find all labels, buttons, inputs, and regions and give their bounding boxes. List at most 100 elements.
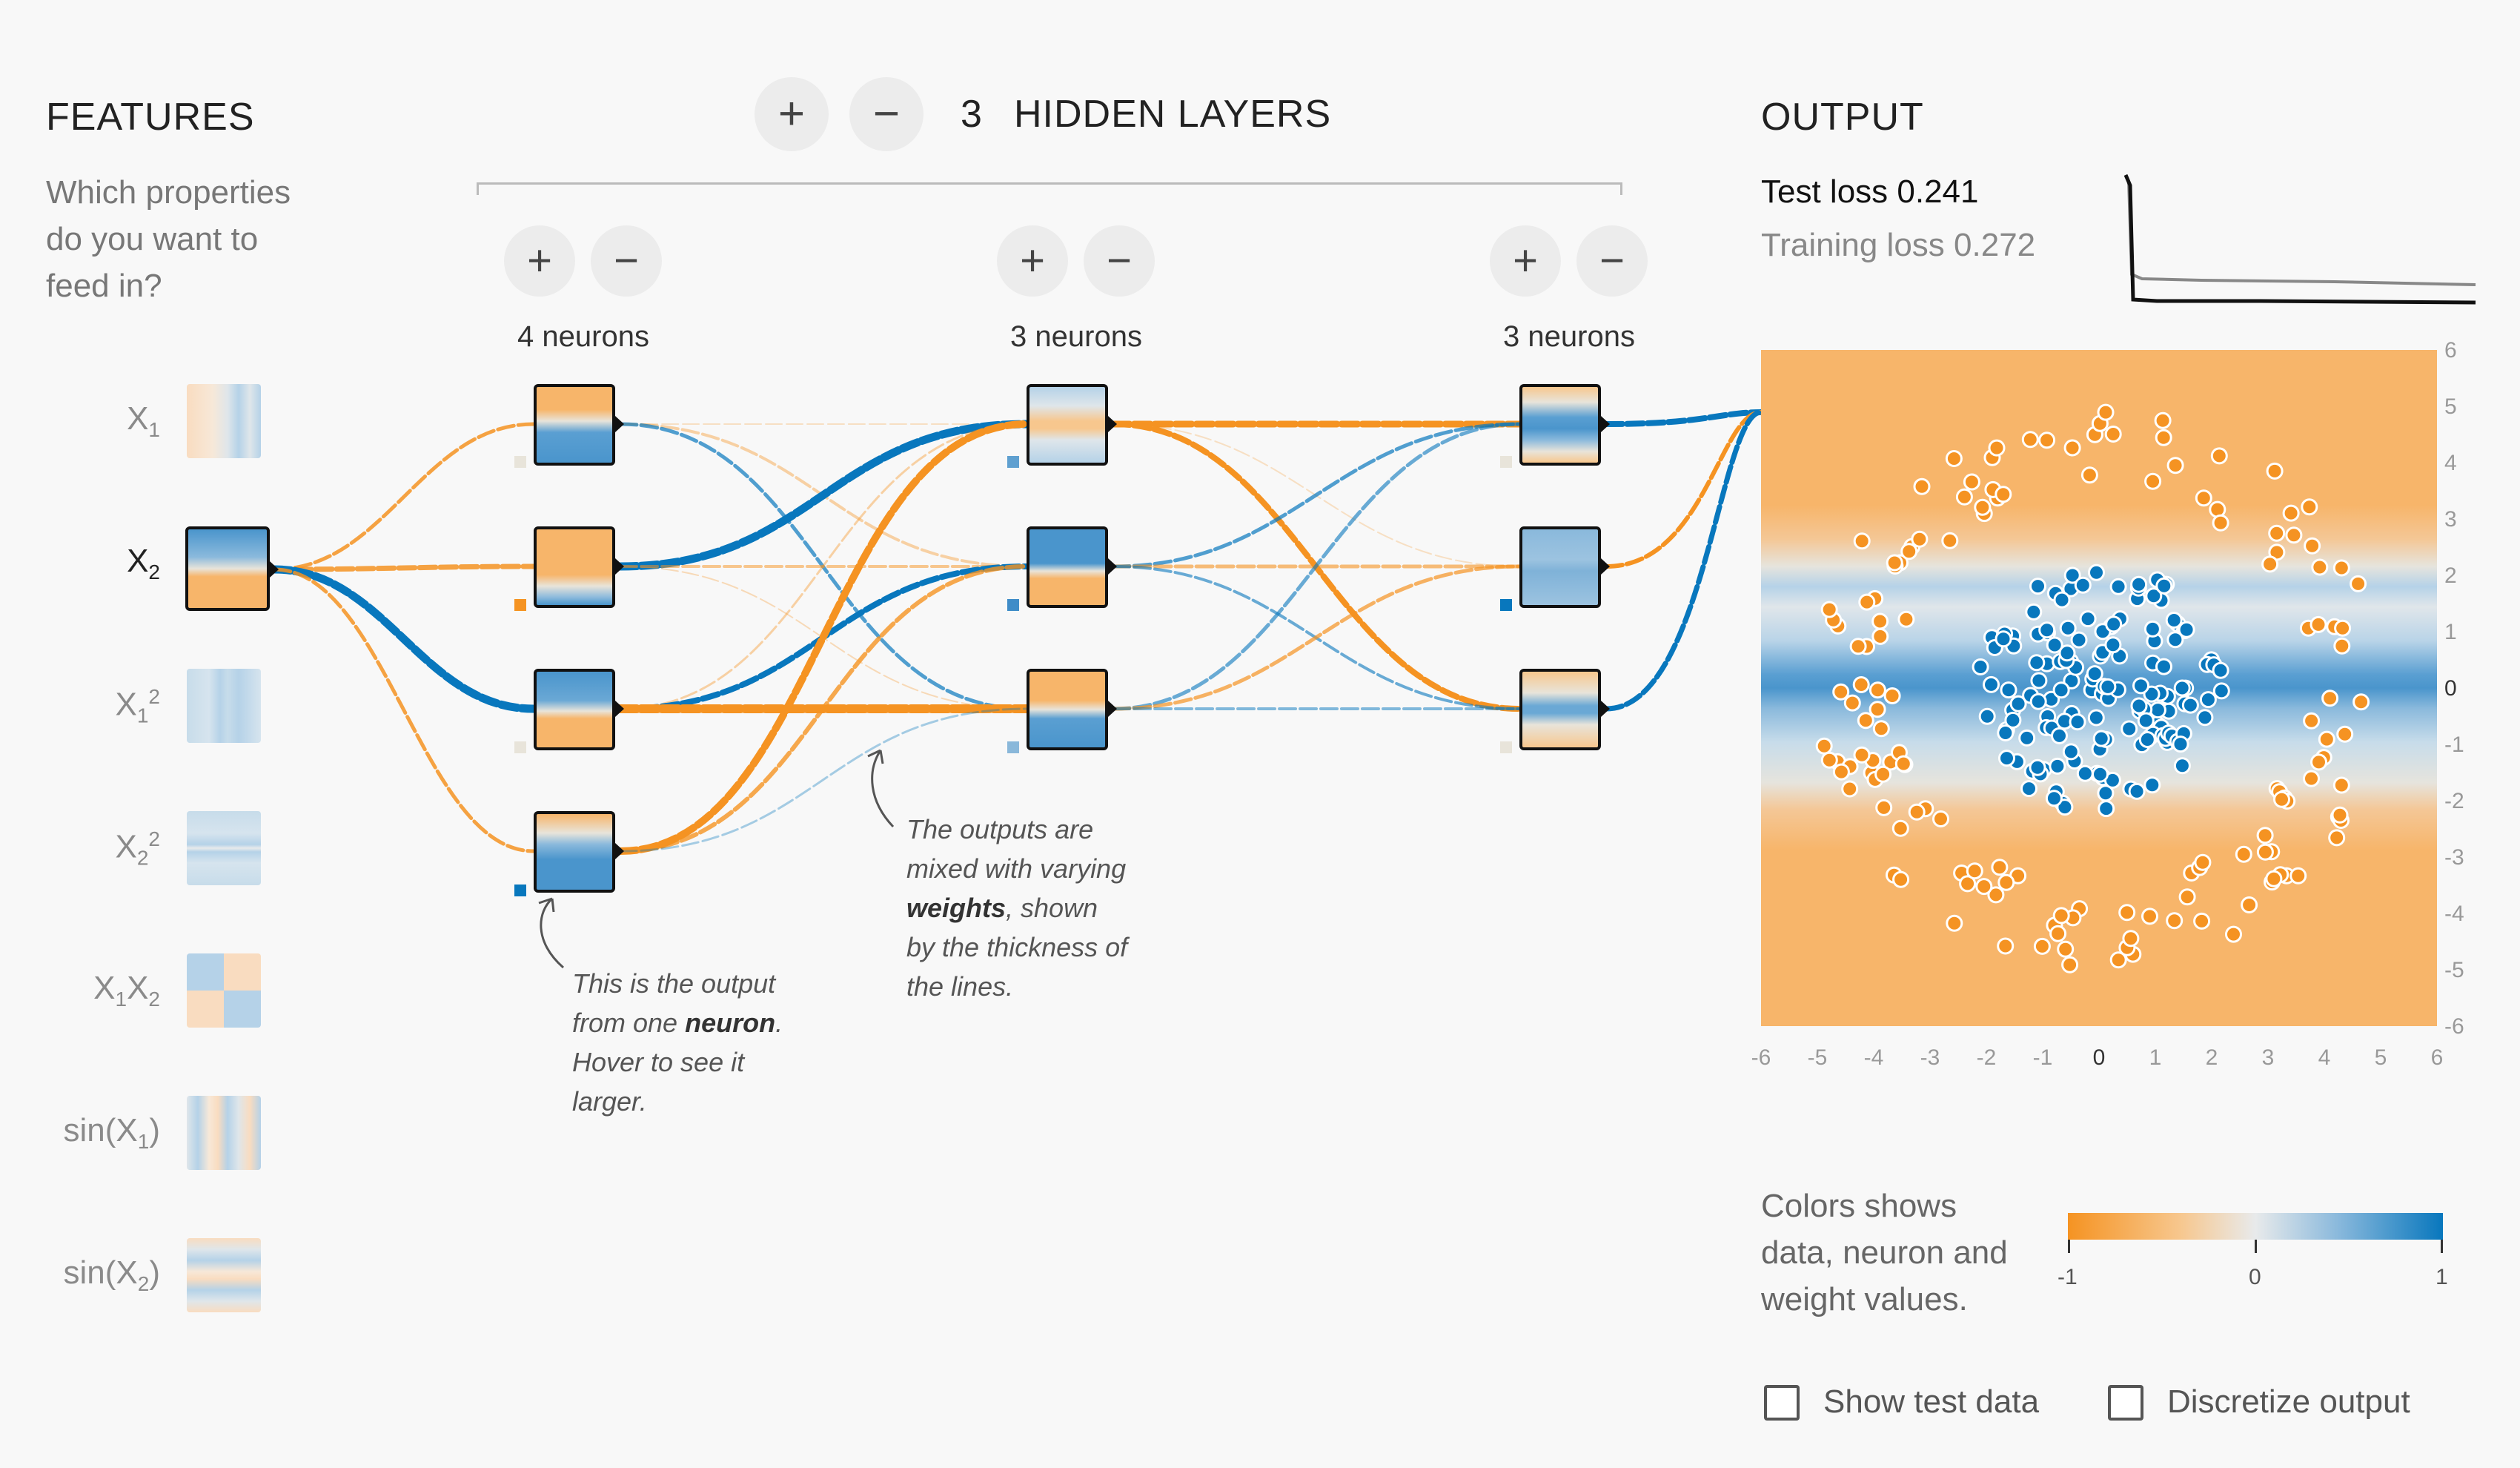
y-tick-label: 1 — [2444, 620, 2457, 644]
data-point — [1883, 687, 1901, 704]
neuron-layer3-2[interactable] — [1519, 526, 1601, 608]
hidden-layers-label: HIDDEN LAYERS — [1014, 93, 1332, 136]
data-point — [2282, 504, 2300, 522]
neuron-layer3-3[interactable] — [1519, 669, 1601, 750]
data-point — [2098, 800, 2115, 818]
data-point — [2137, 712, 2155, 730]
data-point — [2155, 577, 2173, 595]
add-layer-button[interactable]: + — [755, 77, 829, 151]
data-point — [2118, 904, 2136, 922]
data-point — [1853, 746, 1871, 764]
scale-tick-mark — [2441, 1240, 2443, 1253]
data-point — [1946, 914, 1963, 932]
data-point — [1988, 439, 2006, 457]
marker — [1108, 558, 1117, 575]
remove-neuron-button-layer-3[interactable]: − — [1576, 225, 1648, 297]
data-point — [1843, 694, 1861, 712]
data-point — [2063, 439, 2081, 457]
data-point — [2020, 780, 2037, 798]
data-point — [1871, 627, 1889, 645]
data-point — [2336, 725, 2354, 743]
feature-label: X1X2 — [93, 970, 160, 1011]
feature-toggle[interactable] — [187, 1238, 261, 1312]
feature-label: sin(X2) — [63, 1254, 160, 1295]
data-point — [1815, 737, 1833, 755]
data-point — [2318, 730, 2335, 748]
neuron-layer1-1[interactable] — [534, 384, 615, 466]
weights-caption: The outputs are mixed with varying weigh… — [906, 810, 1127, 1006]
y-tick-label: -4 — [2444, 902, 2464, 926]
scale-tick-mark — [2255, 1240, 2257, 1253]
add-neuron-button-layer-1[interactable]: + — [504, 225, 575, 297]
data-point — [2028, 654, 2046, 672]
data-point — [1995, 630, 2012, 648]
marker — [615, 558, 624, 575]
data-point — [2130, 697, 2148, 715]
neuron-layer3-1[interactable] — [1519, 384, 1601, 466]
data-point — [2321, 690, 2339, 707]
marker — [1601, 701, 1610, 717]
remove-neuron-button-layer-2[interactable]: − — [1084, 225, 1155, 297]
data-point — [1959, 875, 1977, 893]
scale-tick-pos: 1 — [2436, 1265, 2448, 1289]
data-point — [2350, 575, 2367, 592]
data-point — [2155, 429, 2172, 446]
y-tick-label: -3 — [2444, 845, 2464, 870]
data-point — [1892, 870, 1910, 888]
y-tick-label: -6 — [2444, 1014, 2464, 1039]
feature-toggle[interactable] — [187, 384, 261, 458]
data-point — [1997, 937, 2015, 955]
neuron-layer1-3[interactable] — [534, 669, 615, 750]
neuron-layer2-1[interactable] — [1027, 384, 1108, 466]
data-point — [2210, 447, 2228, 465]
y-tick-label: -2 — [2444, 789, 2464, 813]
input-neuron-x2[interactable] — [185, 526, 270, 611]
neuron-layer1-4[interactable] — [534, 811, 615, 893]
neuron-layer2-3[interactable] — [1027, 669, 1108, 750]
link — [619, 423, 1028, 710]
add-neuron-button-layer-3[interactable]: + — [1490, 225, 1561, 297]
neuron-layer1-2[interactable] — [534, 526, 615, 608]
data-point — [2070, 631, 2088, 649]
marker — [615, 843, 624, 859]
data-point — [1978, 707, 1996, 725]
neuron-layer2-2[interactable] — [1027, 526, 1108, 608]
bias-indicator — [514, 456, 526, 468]
data-point — [1871, 612, 1889, 630]
discretize-output-label[interactable]: Discretize output — [2167, 1383, 2410, 1420]
data-point — [2154, 411, 2172, 429]
data-point — [2173, 757, 2191, 775]
data-point — [1820, 751, 1838, 769]
data-point — [2145, 587, 2163, 605]
bias-indicator — [514, 885, 526, 896]
data-point — [2000, 681, 2017, 699]
discretize-output-checkbox[interactable] — [2108, 1385, 2143, 1421]
data-point — [2104, 426, 2122, 443]
data-point — [2105, 615, 2123, 633]
feature-toggle[interactable] — [187, 1096, 261, 1170]
data-point — [2310, 753, 2327, 771]
data-point — [1872, 720, 1890, 738]
marker — [1601, 416, 1610, 432]
add-neuron-button-layer-2[interactable]: + — [997, 225, 1068, 297]
feature-toggle[interactable] — [187, 811, 261, 885]
show-test-data-checkbox[interactable] — [1764, 1385, 1800, 1421]
feature-toggle[interactable] — [187, 669, 261, 743]
data-point — [2099, 678, 2117, 695]
data-point — [2303, 712, 2321, 730]
remove-neuron-button-layer-1[interactable]: − — [591, 225, 662, 297]
remove-layer-button[interactable]: − — [849, 77, 924, 151]
feature-toggle[interactable] — [187, 953, 261, 1028]
y-tick-label: 0 — [2444, 676, 2457, 701]
link — [1111, 564, 1522, 711]
data-point — [1900, 543, 1918, 561]
data-point — [2029, 758, 2046, 776]
layer-count: 3 — [961, 93, 982, 136]
show-test-data-label[interactable]: Show test data — [1823, 1383, 2040, 1420]
caption-line: larger. — [572, 1086, 647, 1117]
data-point — [2049, 757, 2066, 775]
features-title: FEATURES — [46, 96, 255, 139]
link — [618, 564, 1029, 853]
data-point — [1975, 878, 1993, 896]
